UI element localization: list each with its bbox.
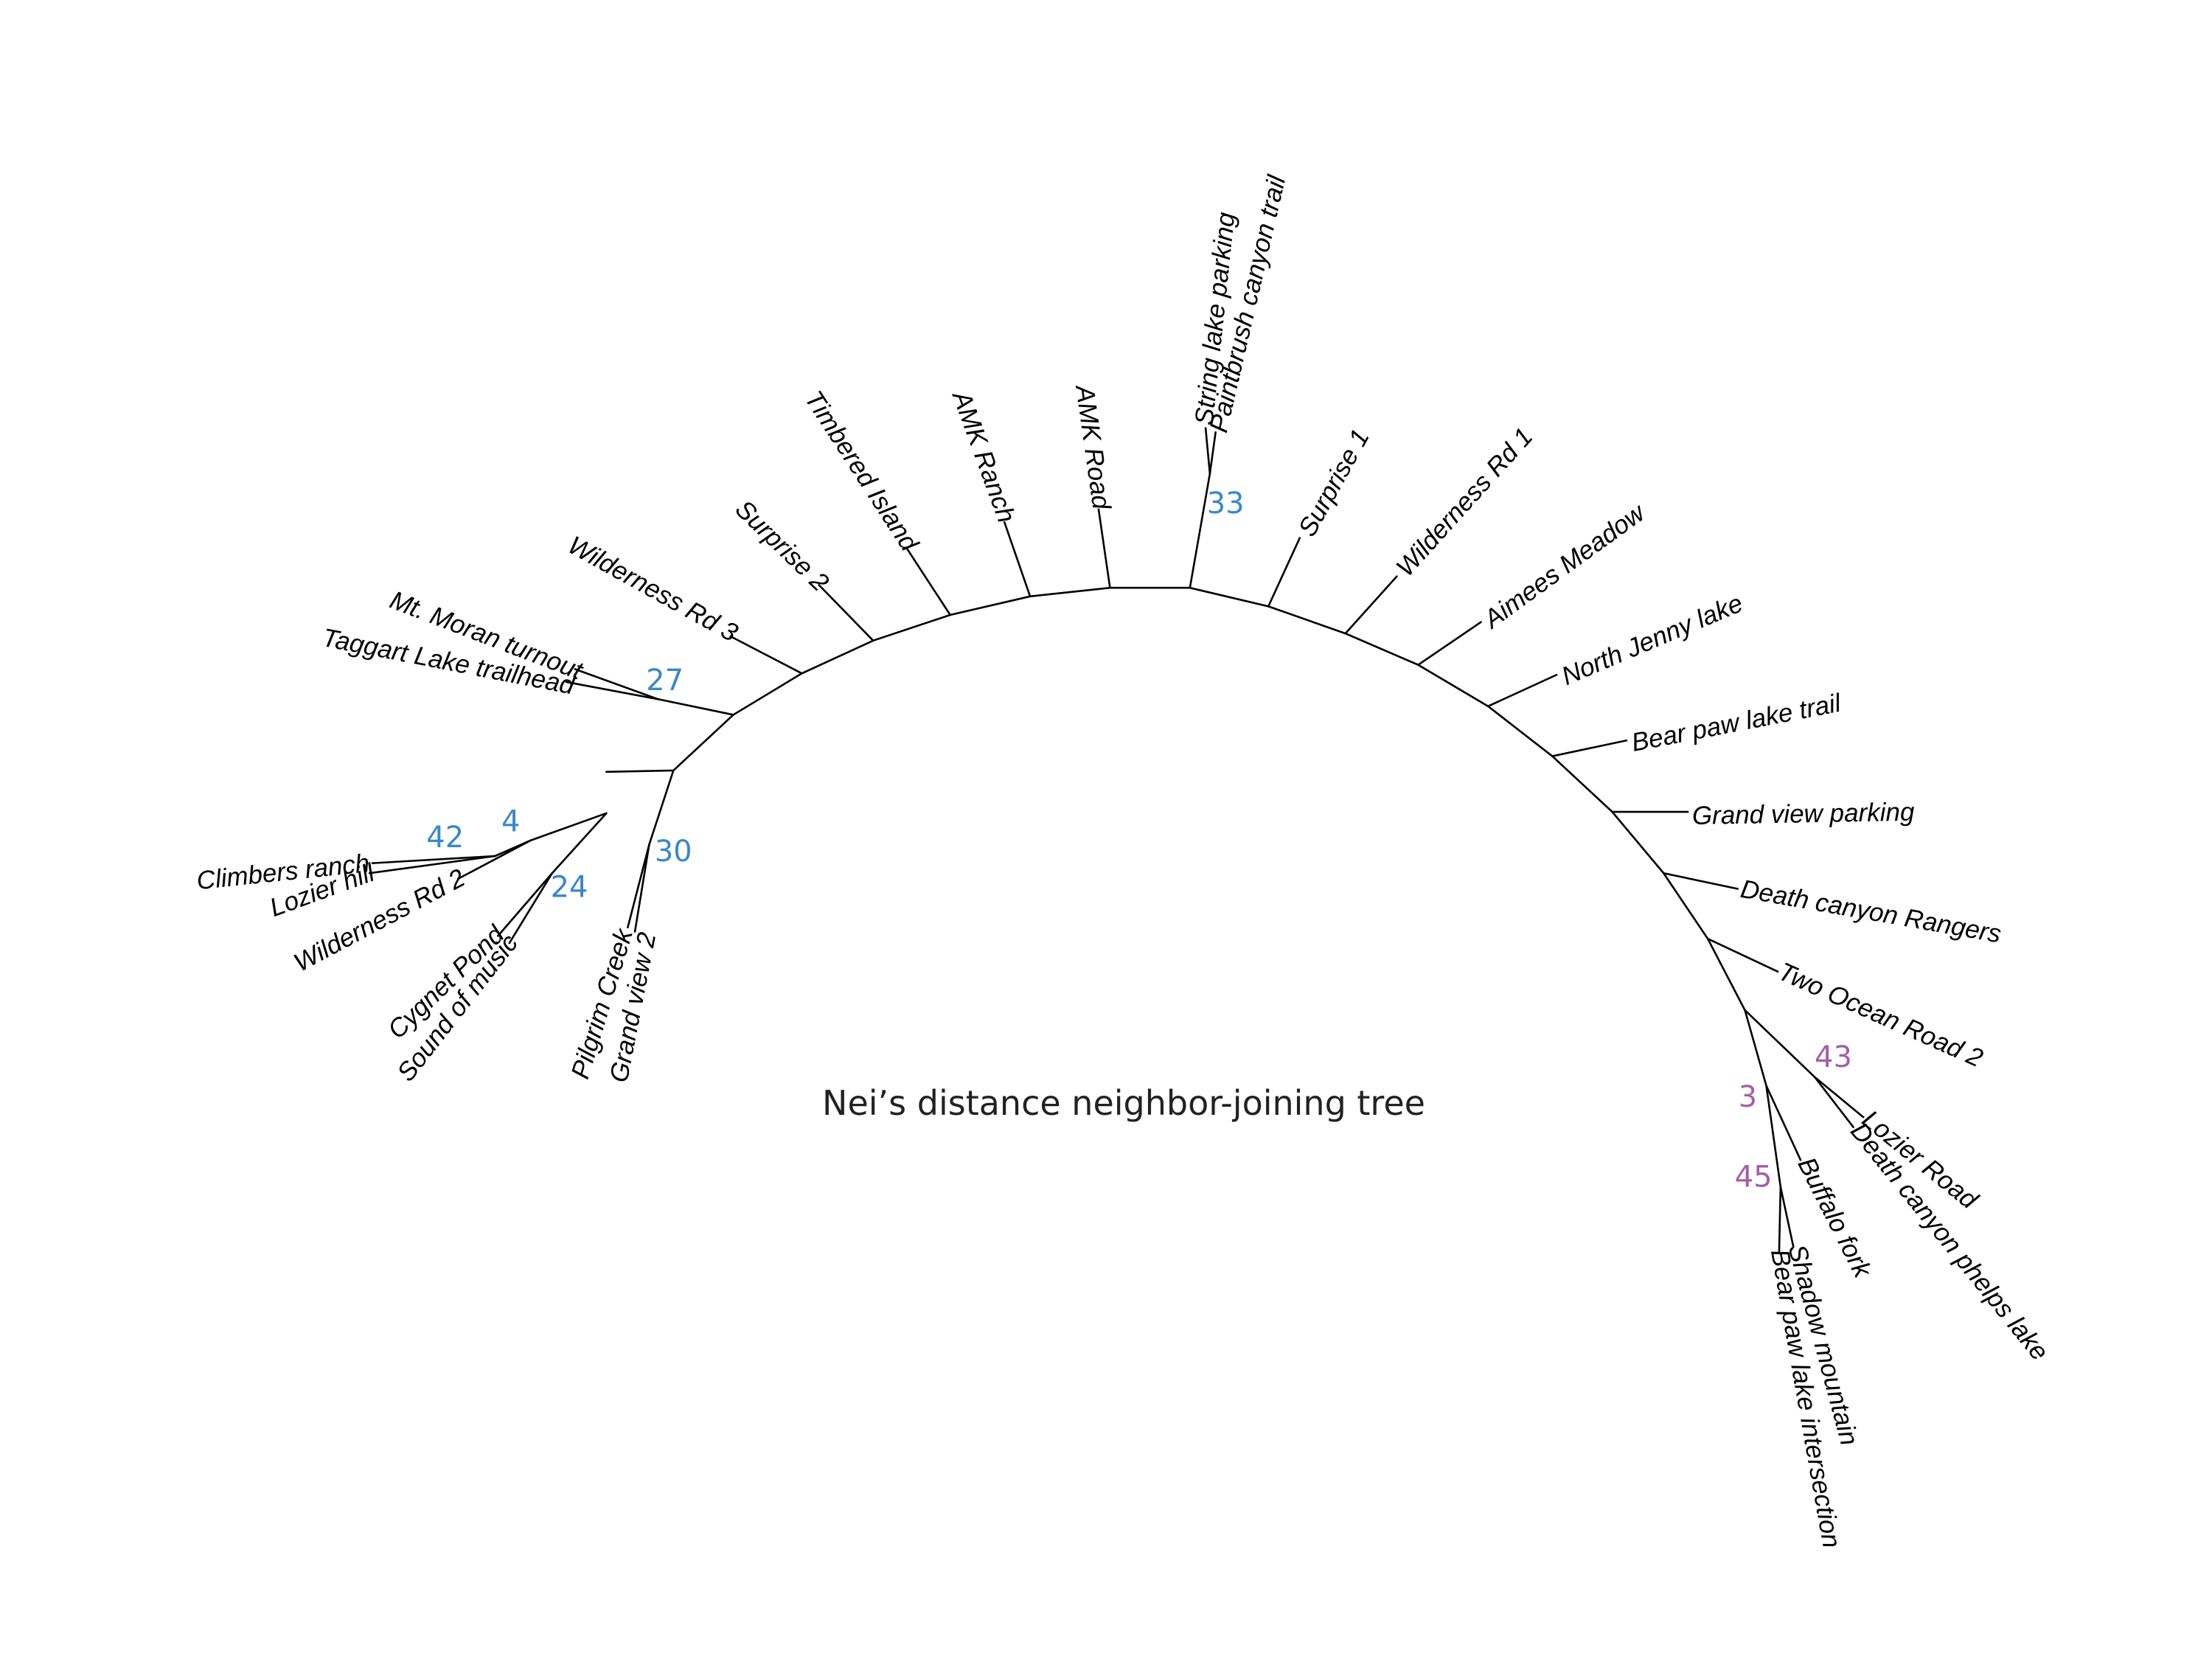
leaf-branch-wrd2 [456,839,532,880]
leaf-branch-amkroad [1097,508,1111,589]
leaf-label-amkranch: AMK Ranch [946,386,1020,526]
leaf-branch-string [1204,427,1211,475]
leaf-label-dcphelps: Death canyon phelps lake [1845,1117,2054,1366]
leaf-label-dcrangers: Death canyon Rangers [1739,874,2003,949]
leaf-branch-buffalo [1765,1085,1802,1161]
leaf-label-surprise2: Surprise 2 [730,495,835,597]
leaf-branch-surprise2 [818,584,874,642]
leaf-branch-gv2 [633,844,650,933]
leaf-branch-wrd3 [729,635,803,675]
support-values: 42 4 24 30 27 33 43 3 45 [426,487,1852,1194]
leaf-branch-surprise1 [1267,537,1301,608]
leaf-label-surprise1: Surprise 1 [1293,425,1374,541]
tree-backbone-branch [605,586,1746,1012]
internal-branch [1744,1009,1816,1079]
leaf-label-aimees: Aimees Meadow [1478,497,1652,634]
internal-branch [1765,1085,1782,1189]
leaf-branch-timbered [906,548,952,616]
leaf-branch-dcrangers [1662,872,1739,890]
leaf-branch-wrd1 [1344,575,1398,635]
leaf-label-gvparking: Grand view parking [1692,798,1916,830]
leaf-label-wrd1: Wilderness Rd 1 [1391,422,1539,582]
leaf-branch-amkranch [1003,521,1032,598]
leaf-branch-dcphelps [1814,1076,1854,1128]
leaf-branch-tor2 [1706,937,1779,973]
support-value-s3: 3 [1739,1080,1757,1114]
leaf-branch-climbers [371,855,496,864]
leaf-branch-lozierhill [368,855,496,874]
support-value-s27: 27 [646,664,684,698]
support-value-s24: 24 [551,871,588,905]
internal-branch [656,698,734,716]
leaf-branch-aimees [1417,621,1482,667]
internal-branch [1189,473,1211,589]
tree-branches [368,427,1865,1253]
leaf-label-bearpawtrail: Bear paw lake trail [1629,689,1843,757]
leaf-branch-bearpawint [1778,1186,1782,1253]
leaf-label-timbered: Timbered Island [799,386,925,557]
tree-title: Nei’s distance neighbor-joining tree [822,1083,1425,1123]
leaf-branch-pilgrim [627,844,650,929]
internal-branch [648,769,675,846]
leaf-branch-sound [508,872,554,945]
leaf-branch-shadow [1779,1186,1795,1248]
support-value-s42: 42 [426,821,464,855]
leaf-branch-moran [574,668,659,700]
support-value-s45: 45 [1735,1160,1773,1194]
leaf-label-tor2: Two Ocean Road 2 [1774,957,1987,1073]
leaf-branch-njenny [1486,673,1558,708]
leaf-label-amkroad: AMK Road [1070,382,1116,512]
support-value-s4: 4 [501,804,520,838]
internal-branch [529,812,608,842]
leaf-branch-bearpawtrail [1551,739,1628,757]
leaf-label-wrd3: Wilderness Rd 3 [563,531,743,648]
internal-branch [1744,1009,1767,1087]
support-value-s33: 33 [1207,487,1245,521]
support-value-s43: 43 [1815,1040,1852,1074]
leaf-label-njenny: North Jenny lake [1557,588,1747,691]
leaf-branch-taggart [565,681,659,700]
internal-branch [551,812,608,874]
leaf-branch-lozierroad [1814,1076,1865,1119]
leaf-branch-paintbrush [1208,431,1217,475]
support-value-s30: 30 [655,835,692,869]
leaf-branch-cygnet [497,872,554,937]
